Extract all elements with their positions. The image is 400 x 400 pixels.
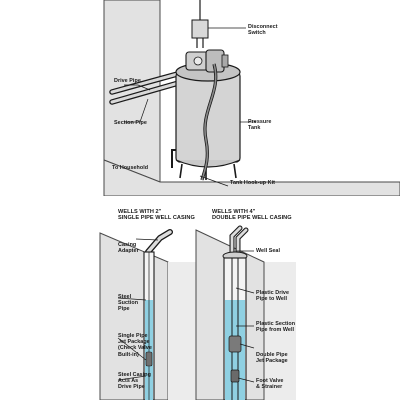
label-well-seal: Well Seal bbox=[256, 248, 281, 254]
label-suction-pipe: Section Pipe bbox=[114, 120, 147, 126]
label-tank-hookup-kit: Tank Hook-up Kit bbox=[230, 180, 276, 186]
label-to-household: To Household bbox=[112, 165, 149, 171]
label-foot-valve: Foot Valve & Strainer bbox=[256, 378, 284, 391]
label-double-pipe-jet: Double Pipe Jet Package bbox=[256, 352, 288, 365]
header-double-pipe: WELLS WITH 4" DOUBLE PIPE WELL CASING bbox=[212, 209, 292, 222]
label-pressure-tank: Pressure Tank bbox=[248, 119, 272, 132]
jet-pump bbox=[185, 49, 229, 73]
disconnect-switch-box bbox=[191, 19, 209, 39]
label-single-pipe-jet: Single Pipe Jet Package (Check Valve Bui… bbox=[118, 333, 152, 358]
label-drive-pipe: Drive Pipe bbox=[114, 78, 141, 84]
label-plastic-drive-pipe: Plastic Drive Pipe to Well bbox=[256, 290, 290, 303]
leader-lines bbox=[117, 27, 256, 383]
double-well-casing bbox=[223, 257, 247, 400]
header-single-pipe: WELLS WITH 2" SINGLE PIPE WELL CASING bbox=[118, 209, 195, 222]
label-steel-suction-pipe: Steel Suction Pipe bbox=[118, 294, 139, 313]
label-steel-casing: Steel Casing Acts As Drive Pipe bbox=[118, 372, 151, 391]
label-disconnect-switch: Disconnect Switch bbox=[248, 24, 278, 37]
label-casing-adapter: Casing Adapter bbox=[118, 242, 139, 255]
label-plastic-suction-pipe: Plastic Section Pipe from Well bbox=[256, 321, 296, 334]
single-well-casing bbox=[143, 251, 155, 400]
